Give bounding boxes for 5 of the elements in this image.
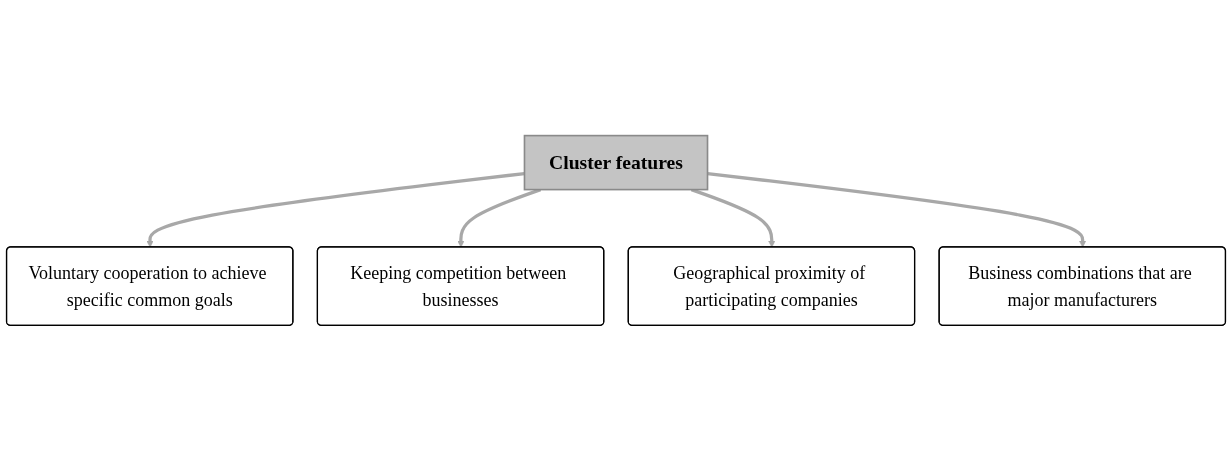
arrow [707,171,1087,248]
node-box: Cluster features [523,134,709,191]
arrow [457,188,542,248]
arrow [146,171,525,248]
arrow [690,188,776,248]
